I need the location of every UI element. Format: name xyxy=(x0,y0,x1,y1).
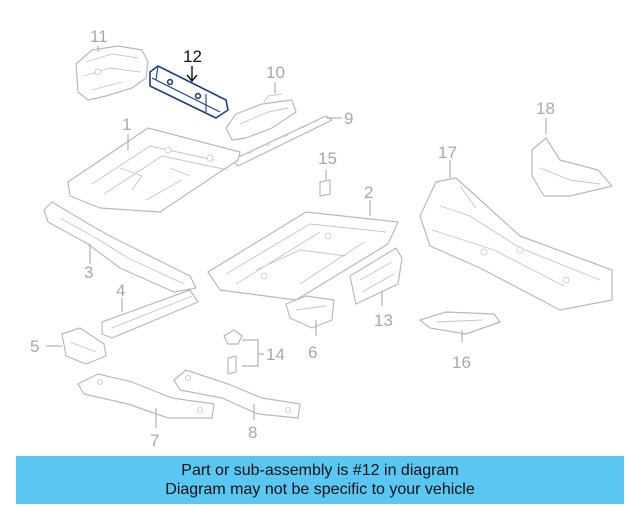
part-16[interactable] xyxy=(419,311,501,335)
callout-18: 18 xyxy=(536,99,555,118)
callout-15: 15 xyxy=(318,149,337,168)
part-17[interactable] xyxy=(419,177,613,311)
part-2[interactable] xyxy=(207,211,399,301)
leader-14 xyxy=(242,339,264,367)
part-3[interactable] xyxy=(43,201,197,293)
callout-7: 7 xyxy=(150,431,159,450)
part-5[interactable] xyxy=(61,327,107,365)
callout-12: 12 xyxy=(183,47,202,66)
callout-13: 13 xyxy=(374,311,393,330)
callout-3: 3 xyxy=(84,263,93,282)
part-14[interactable] xyxy=(223,329,243,375)
part-15[interactable] xyxy=(319,179,331,197)
parts-diagram: 11 12 10 9 1 15 2 xyxy=(30,27,613,450)
leader-12 xyxy=(186,66,198,83)
part-6[interactable] xyxy=(285,295,335,329)
callout-10: 10 xyxy=(266,63,285,82)
info-banner: Part or sub-assembly is #12 in diagram D… xyxy=(16,456,624,504)
part-9[interactable] xyxy=(231,115,333,167)
banner-line-2: Diagram may not be specific to your vehi… xyxy=(165,481,475,498)
part-10[interactable] xyxy=(225,93,297,141)
callout-11: 11 xyxy=(90,27,108,46)
callout-14: 14 xyxy=(266,345,285,364)
part-18[interactable] xyxy=(531,137,613,197)
callout-8: 8 xyxy=(248,423,257,442)
callout-6: 6 xyxy=(308,343,317,362)
callout-2: 2 xyxy=(364,183,373,202)
callout-17: 17 xyxy=(438,143,457,162)
part-7[interactable] xyxy=(77,373,215,419)
part-1[interactable] xyxy=(67,127,241,213)
callout-9: 9 xyxy=(344,109,353,128)
callout-4: 4 xyxy=(116,281,125,300)
callout-1: 1 xyxy=(122,115,131,134)
banner-line-1: Part or sub-assembly is #12 in diagram xyxy=(181,462,459,479)
part-12-highlighted[interactable] xyxy=(149,65,229,119)
callout-16: 16 xyxy=(452,353,471,372)
callout-5: 5 xyxy=(30,337,39,356)
part-4[interactable] xyxy=(101,289,199,339)
part-13[interactable] xyxy=(349,247,403,305)
part-8[interactable] xyxy=(173,369,301,419)
part-11[interactable] xyxy=(75,45,149,101)
